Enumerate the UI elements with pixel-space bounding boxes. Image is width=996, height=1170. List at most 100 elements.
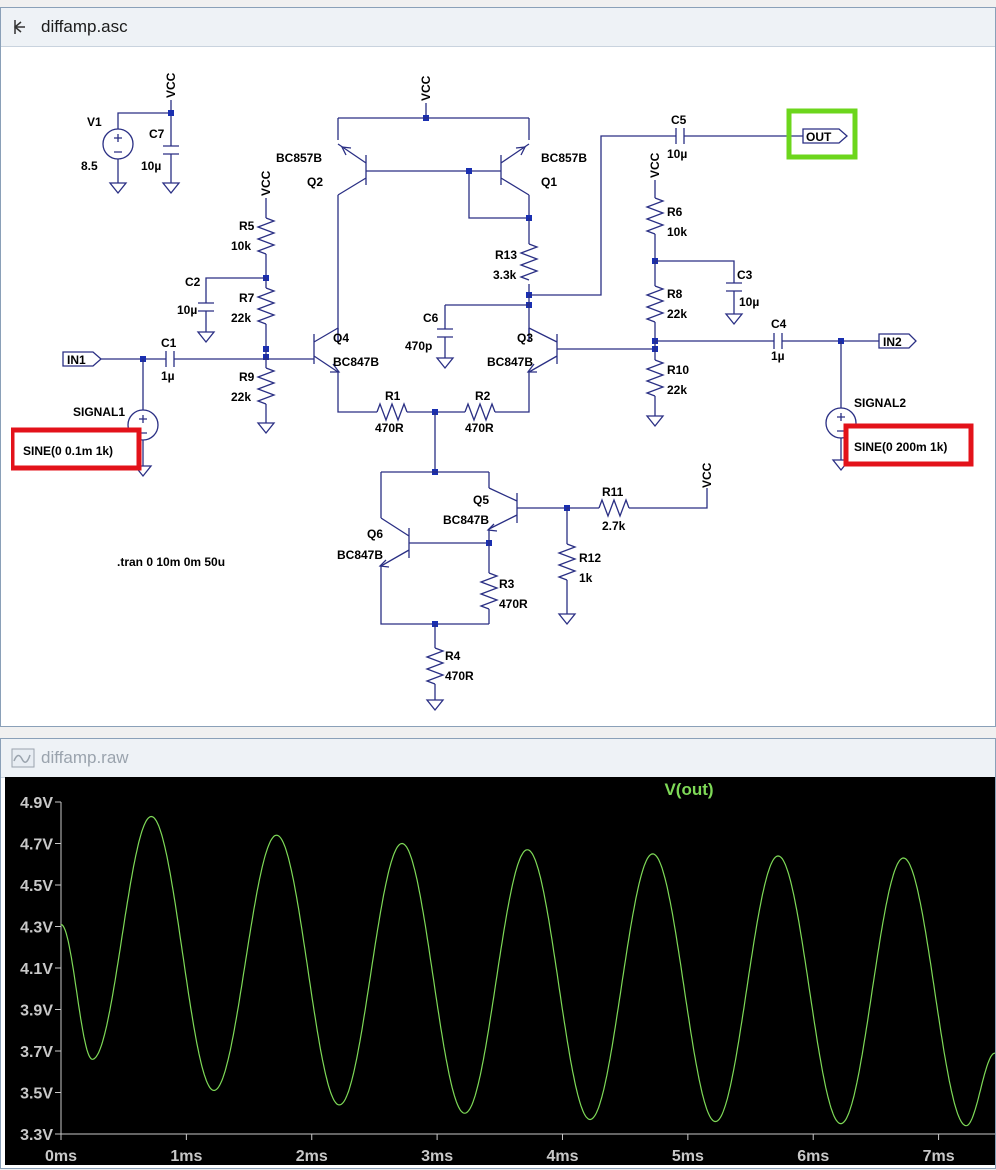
r13-name: R13	[495, 248, 517, 262]
q6-transistor[interactable]: Q6 BC847B	[337, 517, 489, 625]
q1-transistor[interactable]: BC857B Q1	[500, 143, 587, 218]
trace-title[interactable]: V(out)	[664, 780, 713, 799]
r10-resistor[interactable]: R10 22k	[645, 341, 689, 428]
c6-capacitor[interactable]: C6 470p	[405, 305, 455, 370]
trace-vout	[60, 815, 996, 1127]
vcc-flag-v1: VCC	[164, 72, 178, 113]
out-port[interactable]: OUT	[802, 128, 848, 144]
q5-name: Q5	[473, 493, 489, 507]
q5-transistor[interactable]: Q5 BC847B	[443, 487, 567, 543]
r9-resistor[interactable]: R9 22k	[231, 349, 276, 435]
r12-value: 1k	[579, 571, 593, 585]
r2-value: 470R	[465, 421, 494, 435]
r7-name: R7	[239, 291, 255, 305]
r3-name: R3	[499, 577, 515, 591]
r12-name: R12	[579, 551, 601, 565]
x-tick-label: 2ms	[296, 1148, 328, 1165]
waveform-title: diffamp.raw	[41, 748, 129, 767]
r4-resistor[interactable]: R4 470R	[425, 624, 474, 712]
q1-name: Q1	[541, 175, 557, 189]
c1-name: C1	[161, 336, 177, 350]
schematic-icon	[9, 13, 37, 41]
junction	[168, 110, 174, 116]
r11-name: R11	[602, 485, 624, 499]
schematic-canvas[interactable]: V1 8.5 C7 10µ VCC VCC	[9, 48, 985, 729]
r10-name: R10	[667, 363, 689, 377]
y-tick-label: 4.5V	[20, 878, 53, 895]
r11-resistor[interactable]: R11 2.7k	[567, 485, 708, 533]
junction	[466, 168, 472, 174]
q4-transistor[interactable]: Q4 BC847B	[313, 327, 530, 413]
q5-model: BC847B	[443, 513, 489, 527]
r8-value: 22k	[667, 307, 687, 321]
q4-name: Q4	[333, 331, 349, 345]
q3-model: BC847B	[487, 355, 533, 369]
spice-directive[interactable]: .tran 0 10m 0m 50u	[117, 555, 225, 569]
v1-value: 8.5	[81, 159, 98, 173]
signal2-value: SINE(0 200m 1k)	[854, 440, 947, 454]
c1-capacitor[interactable]: C1 1µ	[161, 336, 177, 383]
r6-resistor[interactable]: R6 10k	[645, 197, 687, 261]
r3-resistor[interactable]: R3 470R	[479, 543, 528, 624]
q4-model: BC847B	[333, 355, 379, 369]
r12-resistor[interactable]: R12 1k	[557, 508, 601, 626]
x-tick-label: 4ms	[546, 1148, 578, 1165]
vcc-flag-top: VCC	[419, 75, 433, 118]
q2-transistor[interactable]: BC857B Q2	[276, 143, 367, 341]
signal2-value-box[interactable]: SINE(0 200m 1k)	[843, 423, 974, 467]
in1-port-label: IN1	[67, 353, 86, 367]
q6-name: Q6	[367, 527, 383, 541]
c7-capacitor[interactable]: C7 10µ	[141, 113, 181, 195]
schematic-window: diffamp.asc V1 8.5 C7 10µ VCC	[0, 7, 996, 727]
signal2-source[interactable]: SIGNAL2	[825, 341, 906, 472]
waveform-title-bar[interactable]: diffamp.raw	[1, 739, 995, 778]
r5-resistor[interactable]: R5 10k	[231, 217, 276, 278]
in2-port[interactable]: IN2	[878, 333, 917, 349]
r2-resistor[interactable]: R2 470R	[464, 389, 496, 435]
c5-value: 10µ	[667, 147, 687, 161]
svg-text:VCC: VCC	[164, 72, 178, 98]
c3-capacitor[interactable]: C3 10µ	[655, 260, 759, 326]
vcc-flag-right: VCC	[648, 152, 662, 198]
c2-capacitor[interactable]: C2 10µ	[177, 275, 266, 344]
r6-value: 10k	[667, 225, 687, 239]
c5-capacitor[interactable]: C5 10µ	[667, 113, 803, 161]
c4-capacitor[interactable]: C4 1µ	[771, 317, 787, 363]
q3-transistor[interactable]: Q3 BC847B	[487, 327, 655, 373]
c4-value: 1µ	[771, 349, 785, 363]
y-axis: 4.9V4.7V4.5V4.3V4.1V3.9V3.7V3.5V3.3V	[20, 795, 995, 1144]
r11-value: 2.7k	[602, 519, 626, 533]
r8-name: R8	[667, 287, 683, 301]
v1-source[interactable]: V1 8.5	[81, 112, 171, 195]
svg-text:VCC: VCC	[419, 75, 433, 101]
q2-name: Q2	[307, 175, 323, 189]
in1-port[interactable]: IN1	[62, 351, 102, 367]
svg-text:VCC: VCC	[700, 462, 714, 488]
c7-value: 10µ	[141, 159, 161, 173]
r13-value: 3.3k	[493, 268, 517, 282]
signal1-source[interactable]: SIGNAL1	[73, 359, 159, 478]
y-tick-label: 4.9V	[20, 795, 53, 812]
q2-model: BC857B	[276, 151, 322, 165]
schematic-title: diffamp.asc	[41, 17, 128, 36]
signal2-name: SIGNAL2	[854, 396, 906, 410]
r8-resistor[interactable]: R8 22k	[645, 261, 687, 341]
r13-resistor[interactable]: R13 3.3k	[493, 218, 539, 295]
r6-name: R6	[667, 205, 683, 219]
x-tick-label: 1ms	[170, 1148, 202, 1165]
svg-text:VCC: VCC	[259, 170, 273, 196]
y-tick-label: 3.5V	[20, 1086, 53, 1103]
r7-resistor[interactable]: R7 22k	[231, 278, 276, 349]
schematic-title-bar[interactable]: diffamp.asc	[1, 8, 995, 47]
signal1-value-box[interactable]: SINE(0 0.1m 1k)	[9, 427, 142, 471]
c6-name: C6	[423, 311, 439, 325]
svg-text:VCC: VCC	[648, 152, 662, 178]
r5-name: R5	[239, 219, 255, 233]
q6-model: BC847B	[337, 548, 383, 562]
r1-resistor[interactable]: R1 470R	[375, 389, 408, 435]
r3-value: 470R	[499, 597, 528, 611]
r4-name: R4	[445, 649, 461, 663]
r9-name: R9	[239, 370, 255, 384]
